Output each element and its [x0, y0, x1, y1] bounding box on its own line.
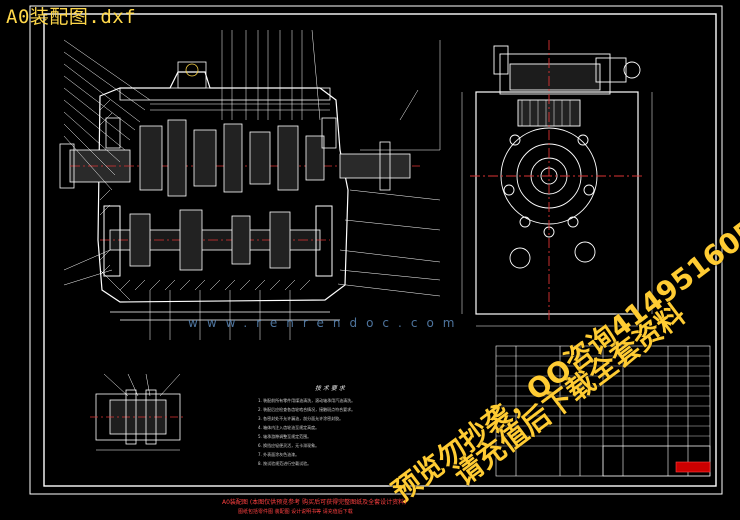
technical-note-line: 5. 轴承游隙调整至规定范围。	[258, 434, 312, 439]
site-watermark: www.renrendoc.com	[188, 316, 464, 330]
leader-lines-right	[337, 40, 441, 297]
leader-lines-left	[63, 39, 151, 301]
technical-note-line: 8. 按试验规范进行空载试验。	[258, 461, 312, 466]
technical-note-line: 3. 各密封处不允许漏油，剖分面允许涂密封胶。	[258, 416, 344, 421]
technical-note-line: 6. 换挡应轻便灵活，无卡滞现象。	[258, 443, 320, 448]
leader-lines-top	[221, 29, 321, 121]
technical-note-line: 2. 装配后应检查各齿轮啮合情况，接触斑点符合要求。	[258, 407, 356, 412]
inner-border	[43, 13, 717, 487]
technical-note-line: 1. 装配前所有零件用煤油清洗，滚动轴承用汽油清洗。	[258, 398, 356, 403]
side-view	[461, 40, 653, 327]
detail-view	[90, 373, 186, 451]
file-title: A0装配图.dxf	[6, 6, 137, 28]
leader-lines-bottom	[149, 290, 291, 340]
outer-border	[29, 5, 723, 495]
main-section-view	[59, 61, 420, 321]
technical-notes-title: 技 术 要 求	[315, 385, 345, 392]
technical-note-line: 4. 箱体内注入齿轮油至规定高度。	[258, 425, 320, 430]
parts-list	[495, 345, 711, 477]
footer-line-1: A0装配图 (本图仅供预览参考 购买后可获得完整图纸及全套设计资料)	[222, 499, 407, 506]
technical-note-line: 7. 外表面涂灰色油漆。	[258, 452, 300, 457]
footer-line-2: 图纸包括零件图 装配图 设计说明书等 请充值后下载	[238, 509, 353, 515]
